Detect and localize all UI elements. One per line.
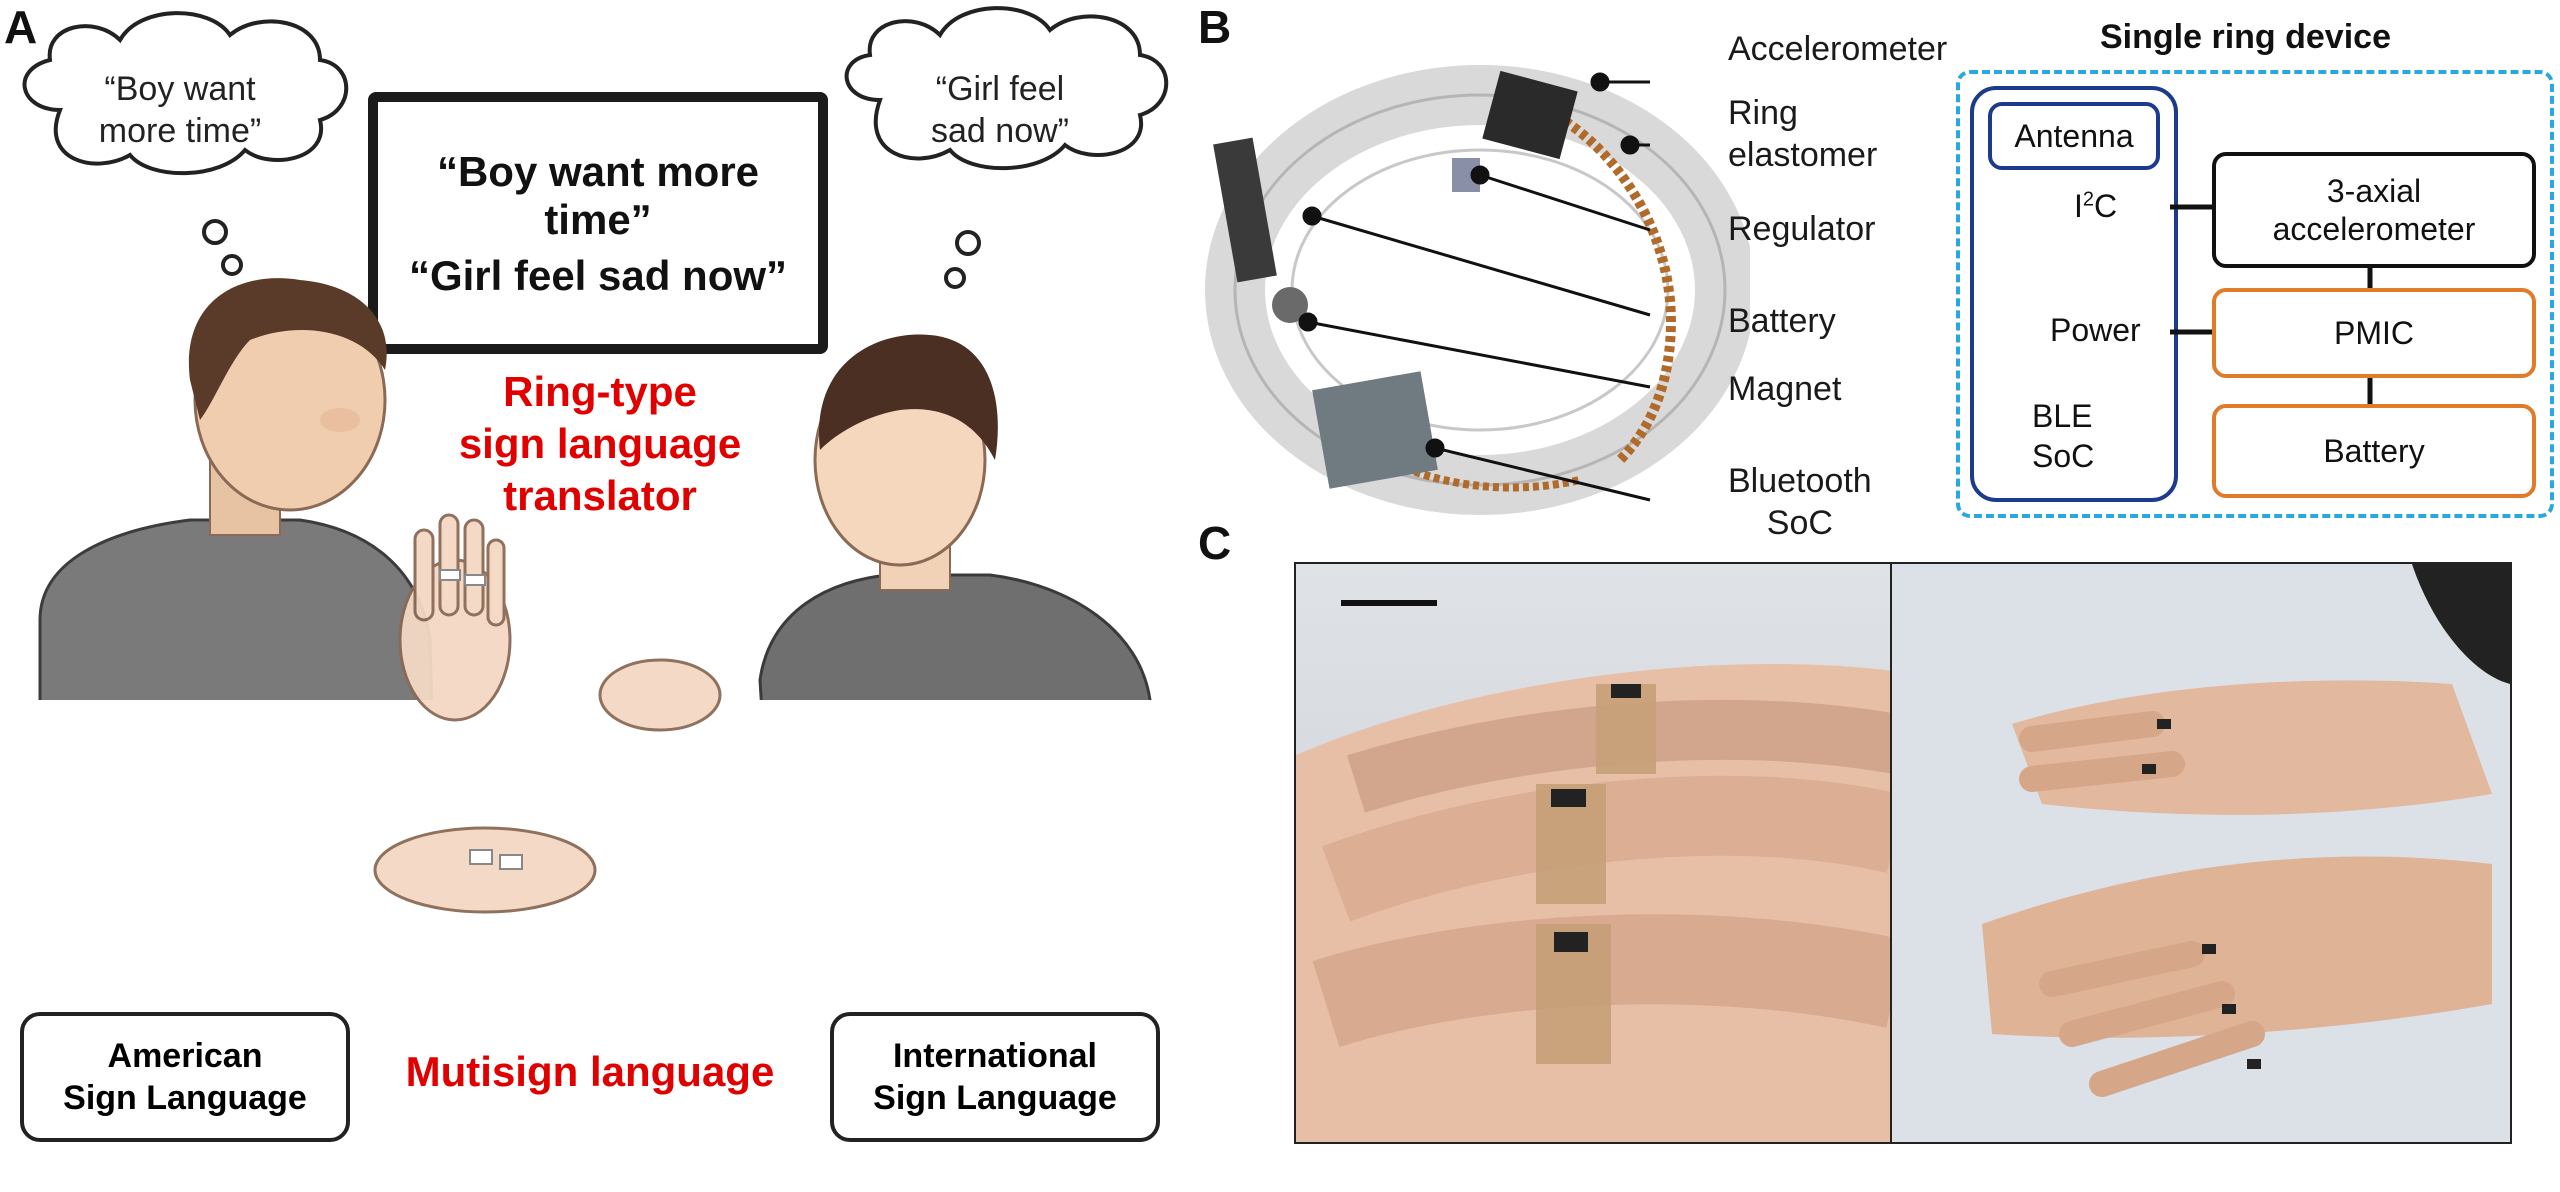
device-title-line-2: sign language xyxy=(458,420,742,467)
label-international-sign-language: International Sign Language xyxy=(830,1012,1160,1142)
soc-block xyxy=(1970,86,2178,502)
label-right-line-2: Sign Language xyxy=(873,1079,1117,1117)
panel-a-illustration xyxy=(22,6,1169,700)
device-title-line-3: translator xyxy=(503,472,697,519)
callout-bluetooth-soc: Bluetooth SoC xyxy=(1728,460,1872,544)
bubble-right-text: “Girl feel sad now” xyxy=(880,68,1120,152)
callout-lines xyxy=(1298,72,1651,502)
screen-line-2: “Girl feel sad now” xyxy=(408,252,788,299)
photo-rings-closeup xyxy=(1294,562,1894,1144)
bubble-right-line-2: sad now” xyxy=(931,112,1069,150)
i2c-label: I2C xyxy=(2074,188,2117,225)
ring-device-illustration xyxy=(1205,65,1750,515)
photo-rings-hands xyxy=(1890,562,2512,1144)
scale-bar xyxy=(1341,600,1437,606)
label-left-line-1: American xyxy=(107,1037,263,1075)
ble-soc-line-1: BLE xyxy=(2032,398,2093,434)
label-american-sign-language: American Sign Language xyxy=(20,1012,350,1142)
antenna-block: Antenna xyxy=(1988,102,2160,170)
device-title-line-1: Ring-type xyxy=(503,368,697,415)
thought-bubble-right xyxy=(844,6,1169,289)
thought-bubble-left xyxy=(22,11,349,276)
i2c-sup: 2 xyxy=(2082,188,2095,211)
callout-ring-elastomer: Ring elastomer xyxy=(1728,92,1877,176)
screen-line-1: “Boy want more time” xyxy=(436,148,760,243)
label-right-line-1: International xyxy=(892,1037,1098,1075)
signing-hands-illustration xyxy=(373,513,722,914)
battery-block: Battery xyxy=(2212,404,2536,498)
callout-bluetooth-line-1: Bluetooth xyxy=(1728,462,1872,500)
photo-rings-hands-drawing xyxy=(1892,564,2510,1142)
callout-ring-elastomer-line-1: Ring xyxy=(1728,94,1798,132)
person-left-illustration xyxy=(38,278,434,700)
person-right-illustration xyxy=(758,334,1152,700)
ble-soc-line-2: SoC xyxy=(2032,438,2095,474)
callout-battery: Battery xyxy=(1728,302,1836,340)
callout-ring-elastomer-line-2: elastomer xyxy=(1728,136,1878,174)
mutisign-language-label: Mutisign language xyxy=(405,1048,775,1095)
power-label: Power xyxy=(2050,312,2141,348)
ble-soc-label: BLE SoC xyxy=(2032,396,2094,476)
photo-rings-closeup-drawing xyxy=(1296,564,1892,1142)
bubble-left-line-1: “Boy want xyxy=(104,70,256,108)
panel-letter-b: B xyxy=(1198,1,1232,53)
callout-regulator: Regulator xyxy=(1728,210,1876,248)
bubble-right-line-1: “Girl feel xyxy=(935,70,1065,108)
device-title: Ring-type sign language translator xyxy=(420,366,780,522)
accelerometer-block-line-1: 3-axial xyxy=(2326,173,2422,209)
bubble-left-line-2: more time” xyxy=(98,112,262,150)
i2c-prefix: I xyxy=(2074,188,2083,224)
i2c-suffix: C xyxy=(2094,188,2118,224)
callout-bluetooth-line-2: SoC xyxy=(1766,504,1833,542)
bubble-left-text: “Boy want more time” xyxy=(60,68,300,152)
diagram-dashed-frame xyxy=(1956,70,2554,518)
label-left-line-2: Sign Language xyxy=(63,1079,307,1117)
pmic-block: PMIC xyxy=(2212,288,2536,378)
callout-accelerometer: Accelerometer xyxy=(1728,30,1948,68)
accelerometer-block: 3-axial accelerometer xyxy=(2212,152,2536,268)
accelerometer-block-line-2: accelerometer xyxy=(2272,211,2476,247)
panel-letter-c: C xyxy=(1198,517,1232,569)
diagram-title: Single ring device xyxy=(2100,18,2391,56)
callout-magnet: Magnet xyxy=(1728,370,1842,408)
panel-letter-a: A xyxy=(4,1,38,53)
